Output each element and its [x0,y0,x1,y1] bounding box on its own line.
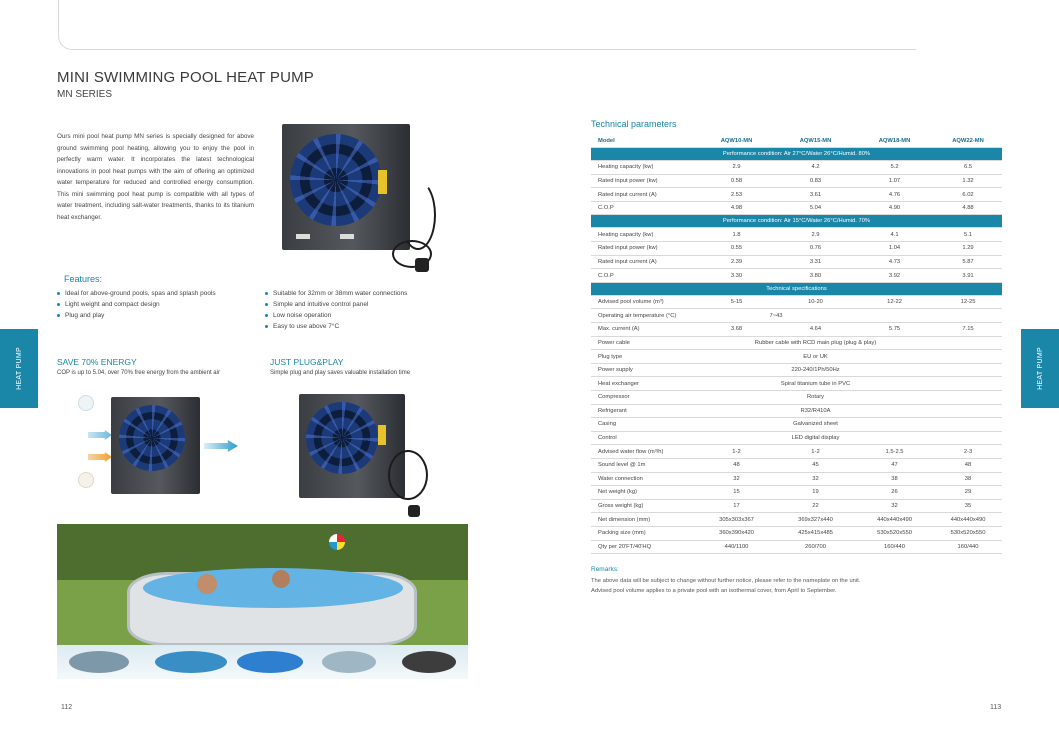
feature-item: Simple and intuitive control panel [265,299,407,310]
page-title: MINI SWIMMING POOL HEAT PUMP [57,69,315,86]
table-band-row: Performance condition: Air 27°C/Water 26… [591,147,1002,162]
remarks-line: Advised pool volume applies to a private… [591,587,837,594]
feature-item: Low noise operation [265,310,407,321]
remarks-title: Remarks: [591,566,619,573]
page-number-right: 113 [990,704,1002,711]
features-list-right: Suitable for 32mm or 38mm water connecti… [265,288,407,332]
remarks-line: The above data will be subject to change… [591,578,861,584]
pool-types-strip [57,645,468,679]
energy-text: COP is up to 5.04, over 70% free energy … [57,370,220,376]
feature-item: Ideal for above-ground pools, spas and s… [57,288,216,299]
side-tab-label: HEAT PUMP [15,347,23,390]
bullet-icon [265,325,268,328]
header-cell: AQW18-MN [855,134,935,149]
header-cell: Model [591,134,697,149]
plug-text: Simple plug and play saves valuable inst… [270,370,411,376]
feature-item: Light weight and compact design [57,299,216,310]
pool-photo [57,524,468,679]
remarks-text: The above data will be subject to change… [591,577,860,596]
bullet-icon [57,314,60,317]
header-cell: AQW15-MN [776,134,855,149]
intro-paragraph: Ours mini pool heat pump MN series is sp… [57,133,254,221]
bullet-icon [265,314,268,317]
spec-table: Model AQW10-MN AQW15-MN AQW18-MN AQW22-M… [591,134,1002,555]
features-title: Features: [64,274,103,284]
table-row: Operating air temperature (°C)7~43 [591,308,1002,324]
feature-item: Plug and play [57,310,216,321]
bullet-icon [57,292,60,295]
energy-heading: SAVE 70% ENERGY [57,357,137,367]
bullet-icon [57,303,60,306]
technical-parameters-title: Technical parameters [591,119,677,129]
header-cell: AQW22-MN [934,134,1002,149]
side-tab-label: HEAT PUMP [1036,347,1044,390]
table-band-row: Performance condition: Air 15°C/Water 26… [591,214,1002,229]
header-cell: AQW10-MN [697,134,776,149]
bullet-icon [265,303,268,306]
table-band-row: Technical specifications [591,282,1002,296]
series-subtitle: MN SERIES [57,89,113,100]
page-number-left: 112 [61,704,73,711]
feature-item: Easy to use above 7°C [265,321,407,332]
side-tab-heat-pump-right: HEAT PUMP [1021,329,1059,408]
features-list-left: Ideal for above-ground pools, spas and s… [57,288,216,321]
table-header-row: Model AQW10-MN AQW15-MN AQW18-MN AQW22-M… [591,134,1002,149]
plug-heading: JUST PLUG&PLAY [270,357,344,367]
feature-item: Suitable for 32mm or 38mm water connecti… [265,288,407,299]
header-decoration-line [58,0,916,50]
bullet-icon [265,292,268,295]
side-tab-heat-pump: HEAT PUMP [0,329,38,408]
